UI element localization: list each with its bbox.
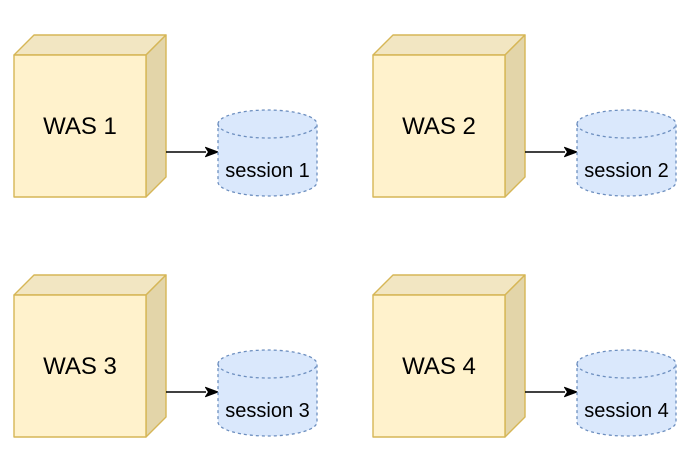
cylinder-top-rim-arc <box>576 363 677 379</box>
unit-3: WAS 3 session 3 <box>13 274 318 438</box>
cube-top-face <box>372 34 526 56</box>
cube-side-face <box>504 34 526 198</box>
session-label: session 3 <box>225 400 310 422</box>
flow-arrow <box>166 386 219 398</box>
arrowhead-icon <box>564 386 578 398</box>
was-label: WAS 3 <box>43 353 117 380</box>
cylinder-body <box>576 109 677 197</box>
unit-1: WAS 1 session 1 <box>13 34 318 198</box>
was-cube: WAS 3 <box>13 274 167 438</box>
cube-top-face <box>13 274 167 296</box>
was-cube: WAS 2 <box>372 34 526 198</box>
cube-side-face <box>145 34 167 198</box>
cube-side-face <box>504 274 526 438</box>
cube-side-face <box>145 274 167 438</box>
unit-4: WAS 4 session 4 <box>372 274 677 438</box>
cube-front-face <box>13 54 147 198</box>
cube-front-face <box>372 294 506 438</box>
cylinder-body <box>576 349 677 437</box>
flow-arrow <box>166 146 219 158</box>
was-label: WAS 1 <box>43 113 117 140</box>
flow-arrow <box>525 386 578 398</box>
cube-front-face <box>13 294 147 438</box>
was-label: WAS 4 <box>402 353 476 380</box>
was-cube: WAS 4 <box>372 274 526 438</box>
cylinder-top-rim-arc <box>217 363 318 379</box>
flow-arrow <box>525 146 578 158</box>
session-cylinder: session 4 <box>576 349 677 437</box>
arrowhead-icon <box>205 146 219 158</box>
was-cube: WAS 1 <box>13 34 167 198</box>
session-cylinder: session 2 <box>576 109 677 197</box>
cylinder-top-rim-arc <box>576 123 677 139</box>
session-cylinder: session 3 <box>217 349 318 437</box>
cube-top-face <box>372 274 526 296</box>
session-label: session 1 <box>225 160 310 182</box>
session-cylinder: session 1 <box>217 109 318 197</box>
session-label: session 4 <box>584 400 669 422</box>
arrowhead-icon <box>205 386 219 398</box>
unit-2: WAS 2 session 2 <box>372 34 677 198</box>
session-label: session 2 <box>584 160 669 182</box>
cube-front-face <box>372 54 506 198</box>
cylinder-body <box>217 349 318 437</box>
cylinder-body <box>217 109 318 197</box>
arrowhead-icon <box>564 146 578 158</box>
cylinder-top-rim-arc <box>217 123 318 139</box>
was-label: WAS 2 <box>402 113 476 140</box>
cube-top-face <box>13 34 167 56</box>
